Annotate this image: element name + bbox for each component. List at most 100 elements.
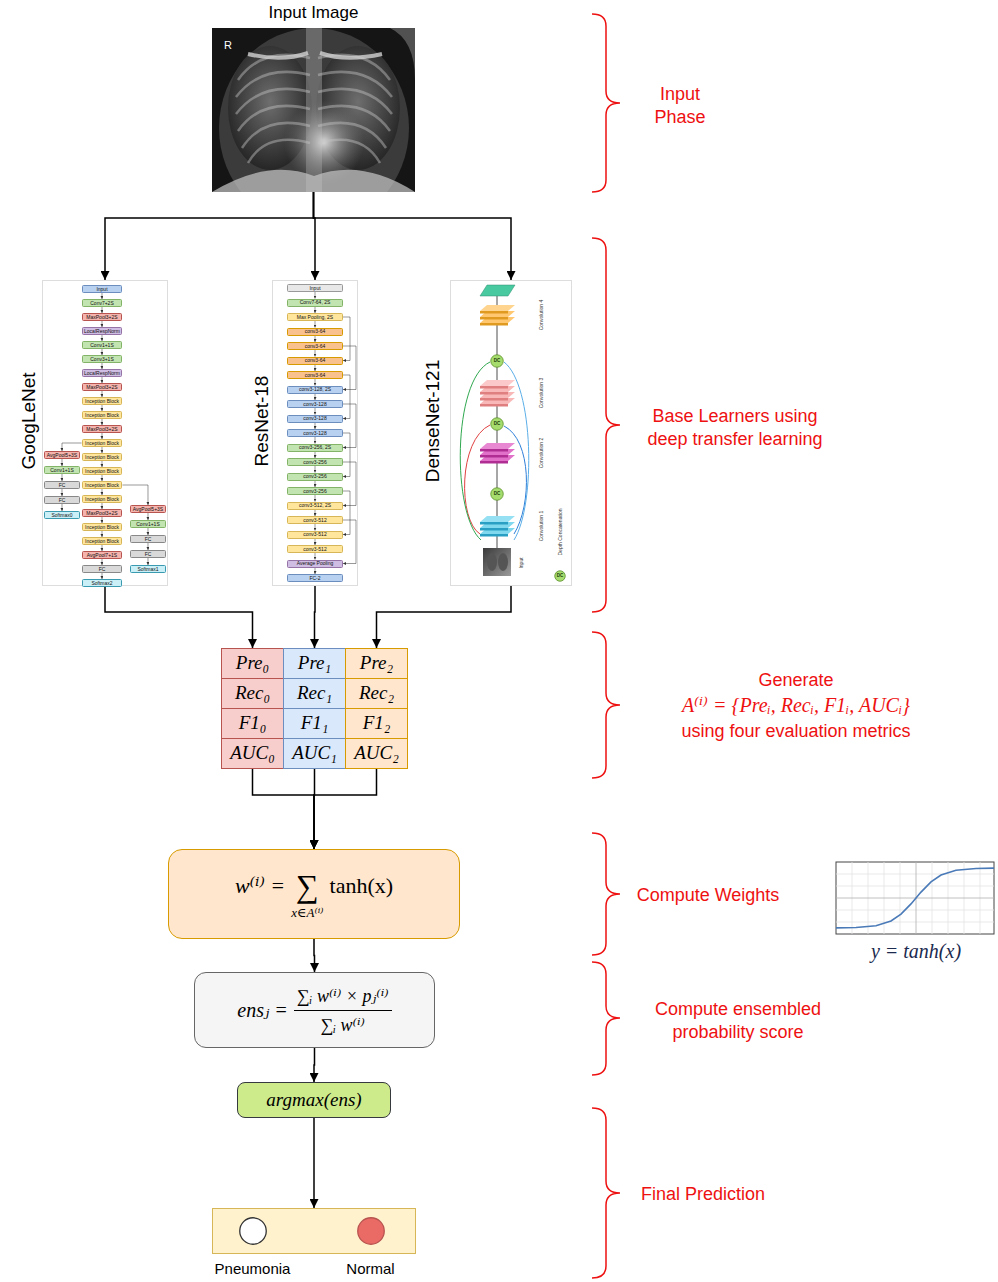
metric-cell: Pre₁ (283, 648, 346, 679)
connector (313, 939, 315, 972)
layer-box: Softmax0 (44, 511, 79, 519)
slab-front (480, 461, 508, 464)
metric-name: F1₀ (239, 713, 267, 734)
connector (343, 462, 356, 506)
phase-label: Generate (758, 669, 833, 692)
layer-box: Softmax2 (82, 579, 123, 587)
layer-caption: Convolution 1 (539, 511, 544, 542)
layer-name: conv3-256 (303, 489, 326, 494)
slab-top (480, 317, 515, 323)
metric-name: AUC₀ (230, 743, 275, 764)
layer-box: Inception Block (82, 537, 123, 545)
layer-name: FC (59, 483, 66, 488)
concat-circle: DC (490, 487, 504, 501)
xray-shoulder (390, 28, 415, 80)
slab-front (480, 317, 508, 320)
layer-box: Inception Block (82, 523, 123, 531)
layer-box: Inception Block (82, 453, 123, 461)
metric-cell: Rec₀ (221, 678, 284, 709)
formula-part: x∈A⁽ⁱ⁾ (291, 905, 323, 921)
formula-part: ∑ (296, 868, 319, 905)
curly-brace (592, 632, 620, 778)
plot-frame (836, 862, 994, 934)
layer-name: Inception Block (85, 441, 119, 446)
slab-top (480, 528, 515, 534)
layer-name: FC (145, 552, 152, 557)
layer-box: conv3-512 (287, 545, 343, 553)
layer-name: FC (99, 567, 106, 572)
metric-cell: Rec₂ (345, 678, 408, 709)
metric-cell: Rec₁ (283, 678, 346, 709)
layer-box: FC (130, 550, 165, 558)
layer-name: conv3-512, 2S (299, 503, 331, 508)
slab-front (480, 528, 508, 531)
connector (315, 292, 316, 299)
connector (343, 404, 356, 448)
ensemble-formula-box: ensⱼ = ∑ᵢ w⁽ⁱ⁾ × pⱼ⁽ⁱ⁾∑ᵢ w⁽ⁱ⁾ (194, 972, 435, 1048)
output-band: PneumoniaNormal (212, 1208, 416, 1254)
network-name: ResNet-18 (251, 376, 273, 467)
phase-braces (592, 14, 620, 1278)
layer-box: FC (130, 535, 165, 543)
connector (343, 433, 350, 477)
formula-part: ensⱼ = (237, 998, 287, 1022)
curly-brace (592, 238, 620, 612)
tanh-curve (836, 868, 994, 928)
connector (105, 586, 253, 648)
slab-front (480, 455, 508, 458)
layer-box: Softmax1 (130, 565, 165, 573)
circle-shape (491, 418, 504, 431)
connector (61, 489, 62, 496)
layer-name: Conv1+1S (50, 468, 74, 473)
layer-name: MaxPool3+2S (86, 427, 117, 432)
class-name: Normal (346, 1260, 394, 1277)
connector (314, 586, 316, 648)
layer-caption: Convolution 3 (539, 378, 544, 409)
layer-caption: Convolution 2 (539, 438, 544, 469)
base-learner-panel: ResNet-18InputConv7-64, 2SMax Pooling, 2… (272, 280, 358, 586)
slab-front (480, 386, 508, 389)
concat-circle: DC (490, 354, 504, 368)
layer-name: Conv1+1S (90, 343, 114, 348)
xray-image (212, 28, 415, 192)
concat-symbol: DC (494, 422, 501, 427)
layer-name: conv3-512 (303, 518, 326, 523)
densenet-illustration (460, 285, 528, 576)
layer-name: conv3-128 (303, 402, 326, 407)
layer-box: conv3-256 (287, 473, 343, 481)
connector (343, 491, 350, 535)
connector (315, 321, 316, 328)
formula-part: ∑ᵢ w⁽ⁱ⁾ × pⱼ⁽ⁱ⁾ (294, 985, 392, 1011)
connector (62, 443, 82, 451)
layer-name: MaxPool3+2S (86, 315, 117, 320)
conv-stack (480, 305, 515, 326)
layer-box: conv3-256 (287, 458, 343, 466)
slab-top (480, 398, 515, 404)
formula-part: tanh(x) (330, 873, 394, 899)
layer-box: Conv3+1S (82, 355, 123, 363)
curly-brace (592, 962, 620, 1075)
layer-name: FC (145, 537, 152, 542)
layer-name: LocalRespNorm (84, 371, 120, 376)
connector (315, 379, 316, 386)
layer-box: Inception Block (82, 481, 123, 489)
connector (315, 350, 316, 357)
formula-part: ∑ᵢ w⁽ⁱ⁾ (320, 1011, 365, 1036)
circle-outline (239, 1217, 267, 1245)
concat-symbol: DC (494, 359, 501, 364)
formula-text: argmax(ens) (266, 1090, 361, 1111)
layer-name: conv3-128 (303, 431, 326, 436)
layer-name: conv3-128, 2S (299, 387, 331, 392)
xray-diaphragm (212, 170, 415, 192)
curly-brace (592, 1108, 620, 1278)
layer-box: Inception Block (82, 439, 123, 447)
weight-formula-box: w⁽ⁱ⁾ =∑x∈A⁽ⁱ⁾tanh(x) (168, 849, 460, 939)
class-name: Pneumonia (215, 1260, 291, 1277)
layer-name: conv3-512 (303, 547, 326, 552)
slab-top (480, 380, 515, 386)
layer-box: MaxPool3+2S (82, 383, 123, 391)
curly-brace (592, 14, 620, 192)
slab-top (480, 449, 515, 455)
layer-box: Conv1+1S (82, 341, 123, 349)
